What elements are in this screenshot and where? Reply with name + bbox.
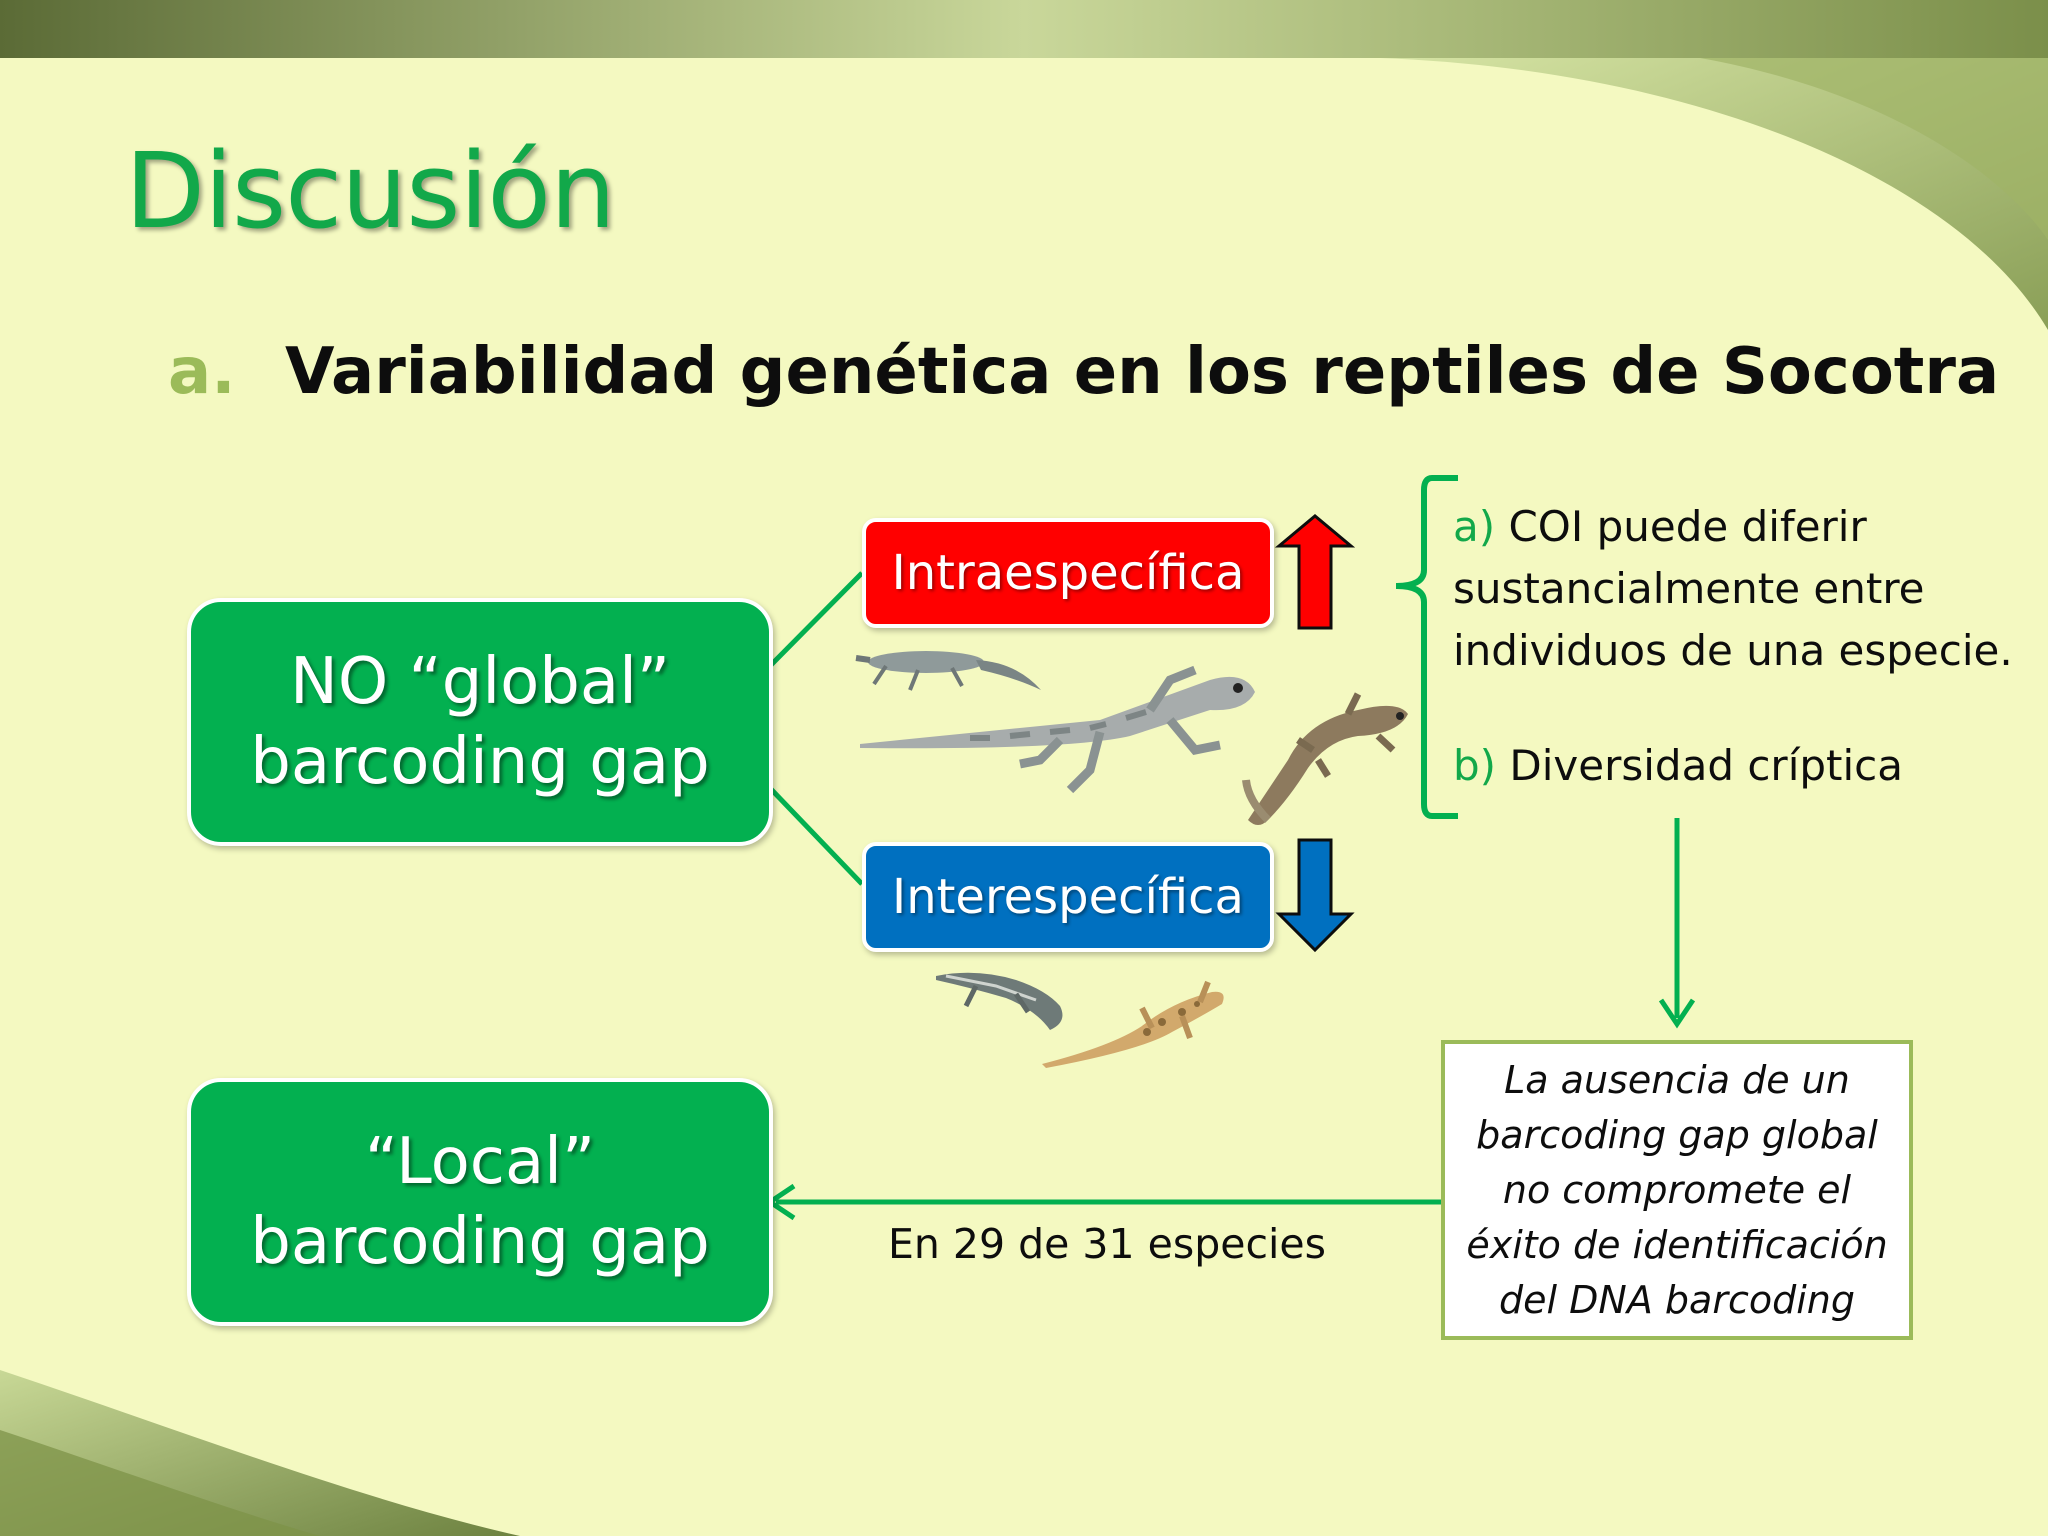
gecko-gray-large-icon (860, 665, 1255, 794)
up-arrow-icon (1274, 514, 1356, 630)
lizard-spotted-tan-icon (1042, 980, 1224, 1068)
gecko-brown-icon (1242, 692, 1408, 825)
lizard-striped-icon (936, 972, 1063, 1030)
no-global-gap-line2: barcoding gap (250, 725, 710, 799)
curly-brace (1395, 475, 1458, 819)
local-gap-line2: barcoding gap (250, 1205, 710, 1279)
explanation-b: b) Diversidad críptica (1453, 735, 1903, 797)
connector-to-intra (766, 571, 864, 670)
lizard-gray-small-icon (855, 651, 1041, 691)
explanation-b-text: Diversidad críptica (1509, 741, 1903, 790)
no-global-gap-box: NO “global” barcoding gap (187, 598, 773, 846)
explanation-a-line1: COI puede diferir (1508, 502, 1867, 551)
conclusion-line2: barcoding gap global (1476, 1112, 1878, 1157)
interspecific-label: Interespecífica (862, 842, 1274, 952)
down-arrow-icon (1275, 838, 1355, 953)
conclusion-box: La ausencia de un barcoding gap global n… (1441, 1040, 1913, 1340)
subtitle-text: Variabilidad genética en los reptiles de… (285, 335, 2000, 409)
explanation-a-line3: individuos de una especie. (1453, 626, 2013, 675)
slide-title: Discusión (125, 130, 616, 252)
species-count-caption: En 29 de 31 especies (888, 1220, 1326, 1268)
no-global-gap-line1: NO “global” (289, 645, 671, 719)
explanation-a: a) COI puede diferir sustancialmente ent… (1453, 496, 2013, 682)
local-gap-box: “Local” barcoding gap (187, 1078, 773, 1326)
arrow-to-conclusion-head (1658, 998, 1696, 1029)
conclusion-line1: La ausencia de un (1504, 1057, 1850, 1102)
conclusion-line4: éxito de identificación (1466, 1222, 1888, 1267)
slide-subtitle: a. Variabilidad genética en los reptiles … (168, 335, 1999, 409)
explanation-a-line2: sustancialmente entre (1453, 564, 1925, 613)
conclusion-line5: del DNA barcoding (1499, 1277, 1855, 1322)
conclusion-line3: no compromete el (1502, 1167, 1852, 1212)
explanation-a-marker: a) (1453, 502, 1496, 551)
explanation-b-marker: b) (1453, 741, 1497, 790)
connector-to-inter (766, 784, 864, 886)
intraspecific-label: Intraespecífica (862, 518, 1274, 628)
local-gap-line1: “Local” (364, 1125, 596, 1199)
subtitle-marker: a. (168, 335, 236, 409)
